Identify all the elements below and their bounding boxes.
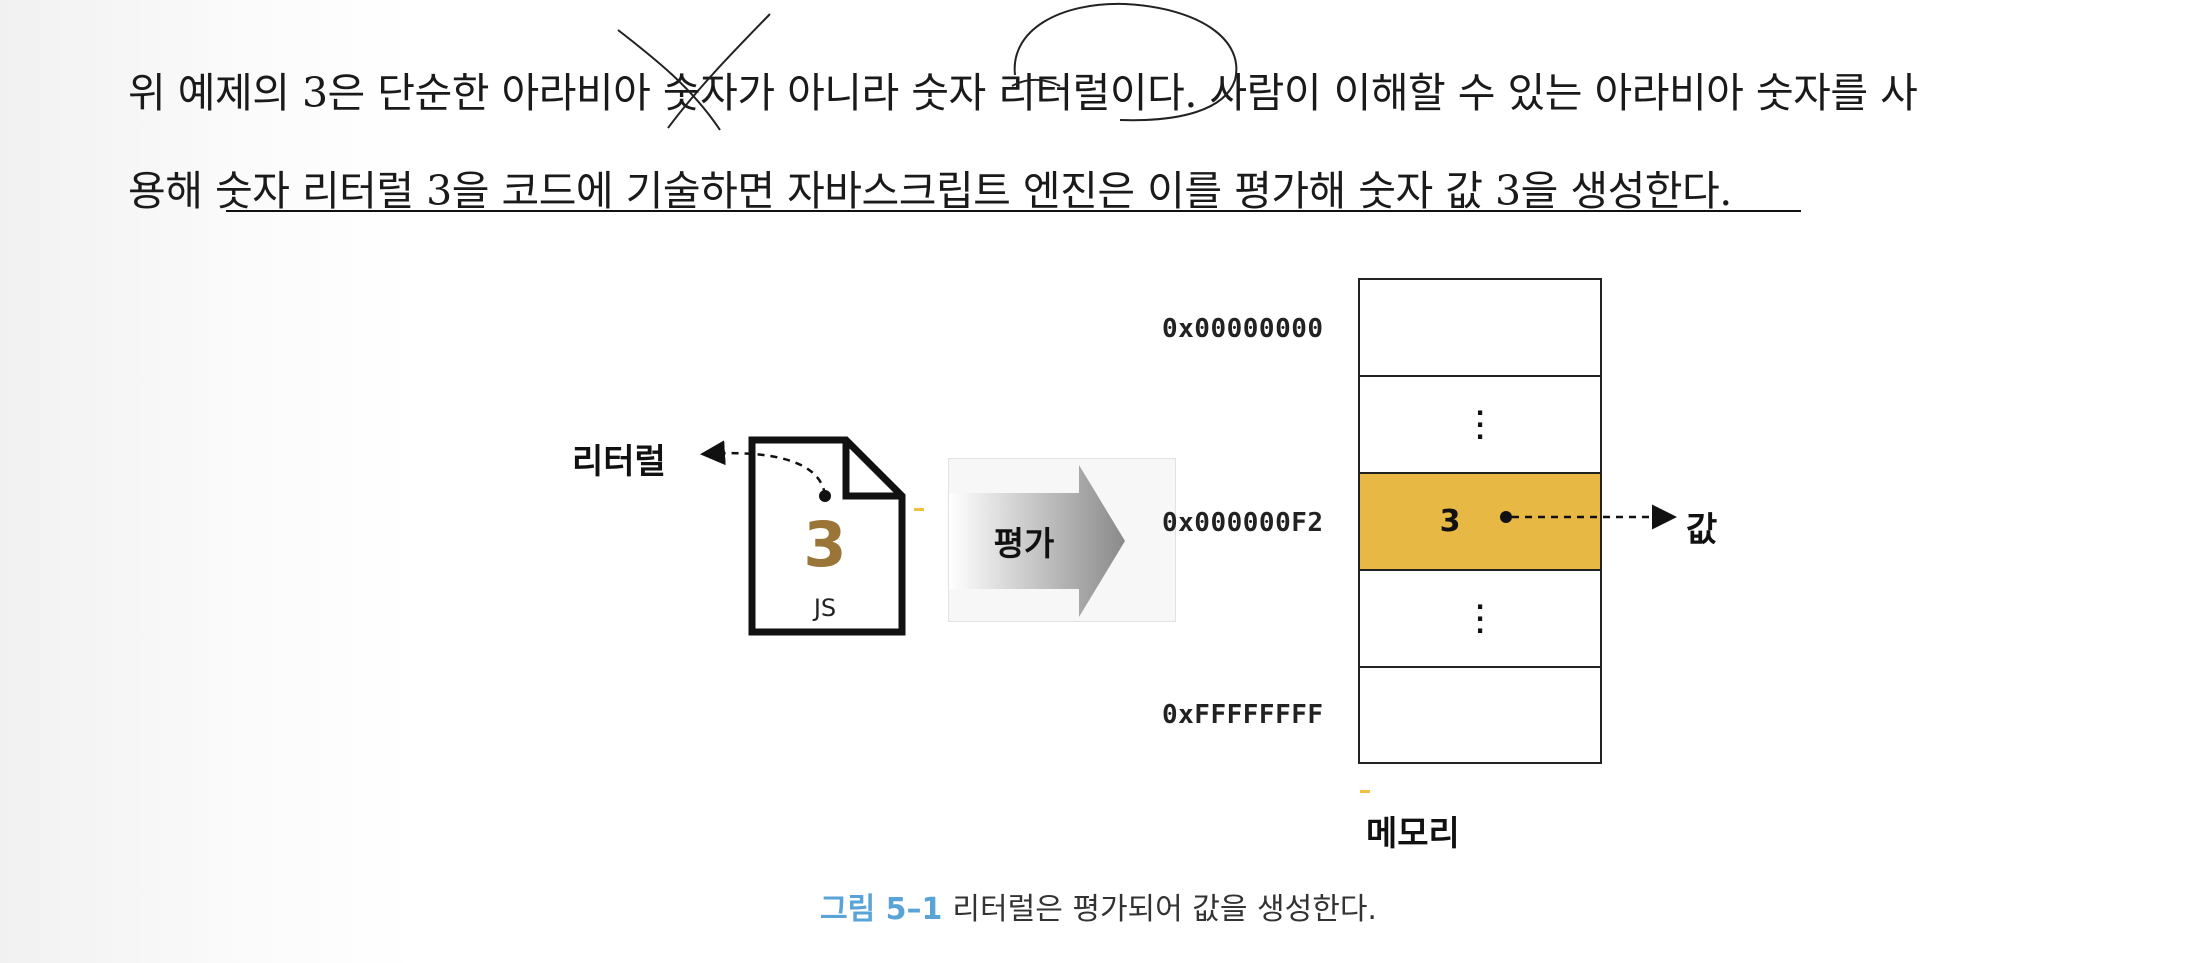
address-label-start: 0x00000000 xyxy=(1162,314,1324,344)
figure-caption: 그림 5–1 리터럴은 평가되어 값을 생성한다. xyxy=(820,884,1377,928)
value-label: 값 xyxy=(1686,510,1718,550)
memory-block: ··· 3 ··· xyxy=(1358,278,1602,764)
figure-number: 그림 5–1 xyxy=(820,892,943,927)
literal-label: 리터럴 xyxy=(572,442,666,482)
paragraph-line-2: 용해 숫자 리터럴 3을 코드에 기술하면 자바스크립트 엔진은 이를 평가해 … xyxy=(128,167,1732,215)
js-ext-label: JS xyxy=(813,594,837,622)
ellipsis-icon: ··· xyxy=(1475,592,1485,645)
stored-value: 3 xyxy=(1439,504,1461,539)
memory-cell-value: 3 xyxy=(1360,474,1600,571)
address-label-value: 0x000000F2 xyxy=(1162,508,1324,538)
accent-tick xyxy=(1360,790,1370,793)
memory-label: 메모리 xyxy=(1366,814,1460,854)
paragraph-line-1: 위 예제의 3은 단순한 아라비아 숫자가 아니라 숫자 리터럴이다. 사람이 … xyxy=(128,69,1918,117)
memory-cell-4: ··· xyxy=(1360,571,1600,668)
handwritten-underline xyxy=(226,210,1801,212)
evaluate-arrow-box: 평가 xyxy=(948,458,1176,622)
address-label-end: 0xFFFFFFFF xyxy=(1162,700,1324,730)
accent-tick xyxy=(914,508,924,511)
memory-cell-2: ··· xyxy=(1360,377,1600,474)
caption-text: 리터럴은 평가되어 값을 생성한다. xyxy=(952,892,1377,927)
evaluate-arrow-icon xyxy=(949,465,1125,617)
js-digit: 3 xyxy=(803,508,847,581)
memory-cell-1 xyxy=(1360,280,1600,377)
ellipsis-icon: ··· xyxy=(1475,398,1485,451)
evaluate-label: 평가 xyxy=(993,524,1055,563)
memory-cell-5 xyxy=(1360,668,1600,762)
